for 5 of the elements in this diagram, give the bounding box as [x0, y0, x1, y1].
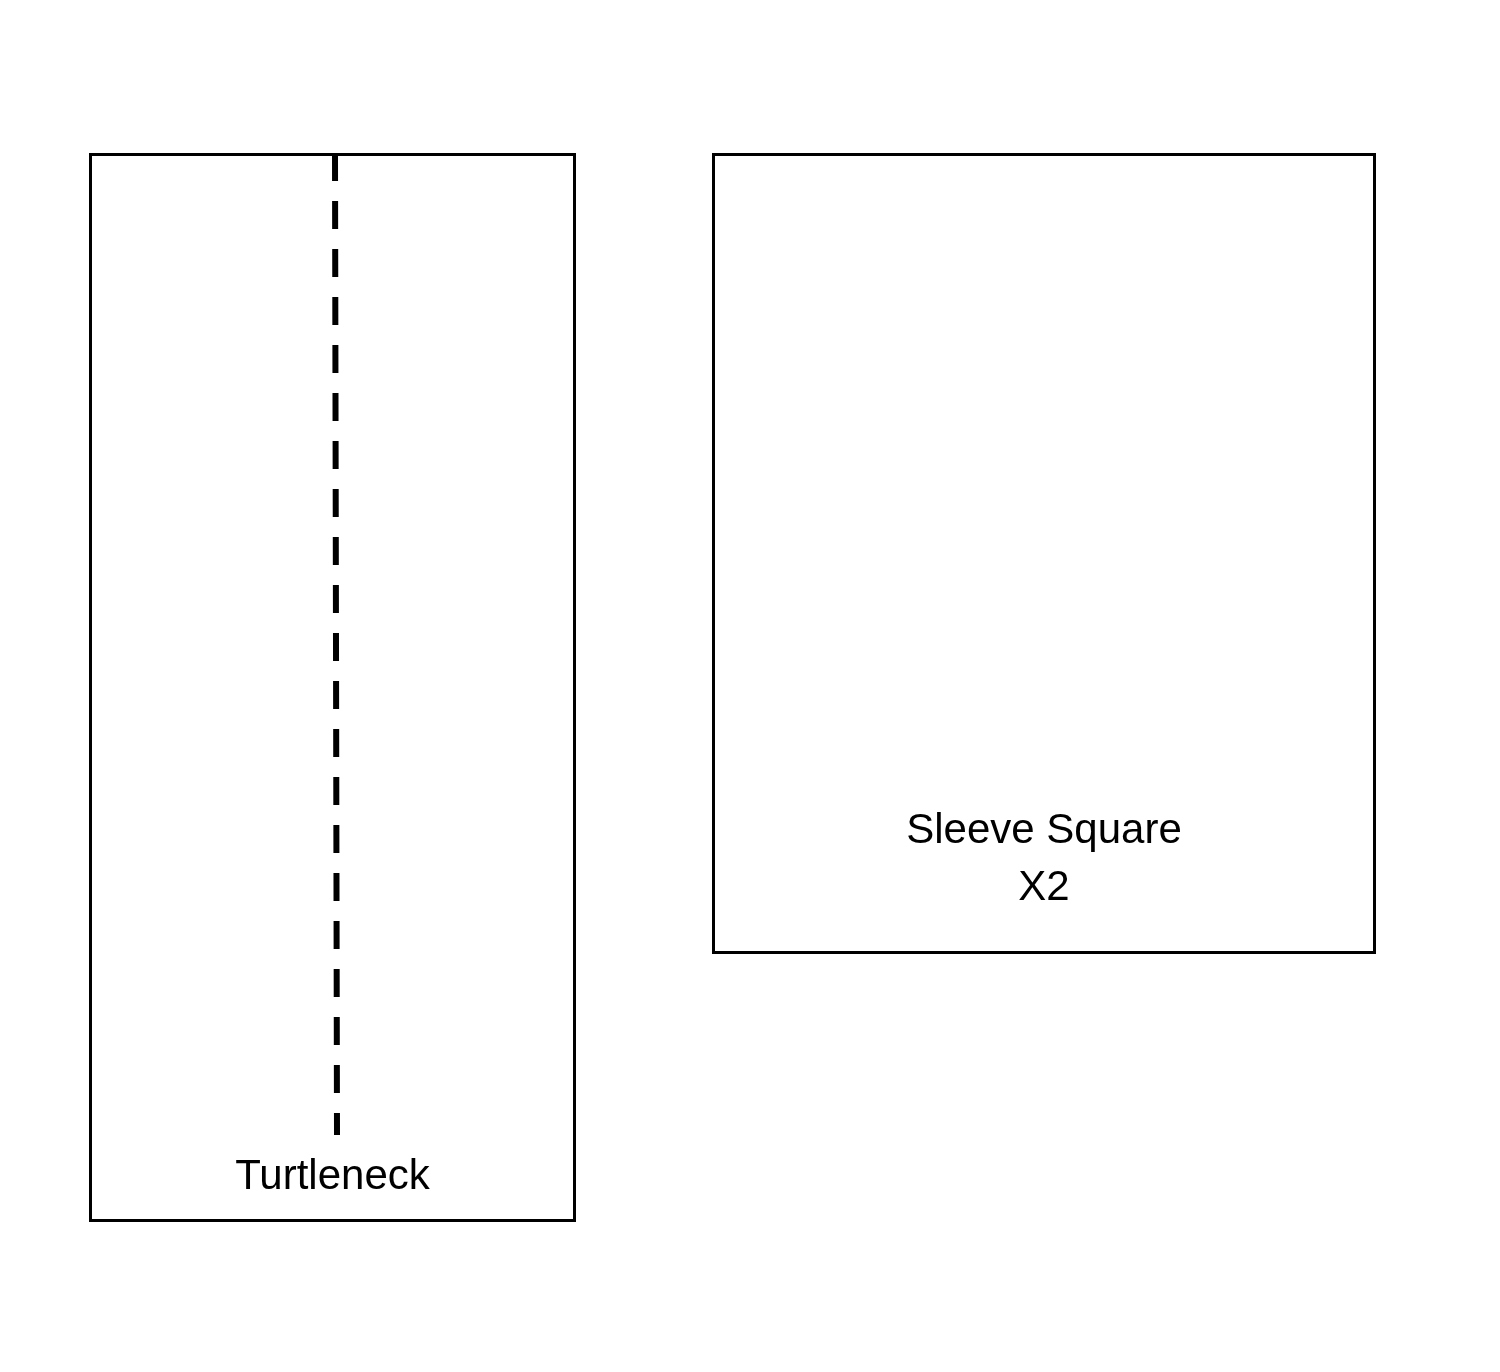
pattern-piece — [89, 153, 576, 1222]
piece-label: X2 — [1018, 860, 1070, 911]
piece-label: Turtleneck — [235, 1150, 430, 1200]
piece-label: Sleeve Square — [906, 804, 1182, 854]
pattern-piece — [712, 153, 1376, 954]
